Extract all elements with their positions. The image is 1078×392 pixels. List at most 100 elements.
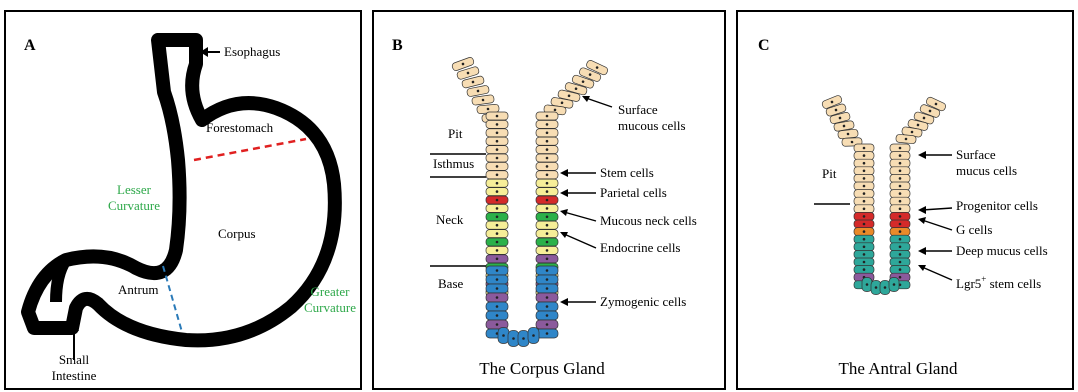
label-g-cells: G cells xyxy=(956,222,992,237)
label-endocrine-cells: Endocrine cells xyxy=(600,240,681,255)
panel-c-letter: C xyxy=(758,37,770,54)
corpus-cell-left-nucleus xyxy=(496,216,499,219)
zymogenic-cell-right-nucleus xyxy=(546,305,549,308)
callout-surface: Surface mucus cells xyxy=(918,147,1017,178)
panel-a-stomach: A Esophagus Forestomach Lesser Curvature… xyxy=(4,10,362,390)
label-esophagus: Esophagus xyxy=(224,44,280,59)
stomach-diagram: A Esophagus Forestomach Lesser Curvature… xyxy=(6,12,364,392)
zymogenic-cell-left-nucleus xyxy=(496,296,499,299)
callout-g-cells: G cells xyxy=(918,217,992,237)
antral-cell-right-nucleus xyxy=(899,192,902,195)
antral-cell-left-nucleus xyxy=(863,208,866,211)
corpus-cell-left-nucleus xyxy=(496,232,499,235)
zymogenic-cell-right-nucleus xyxy=(546,323,549,326)
corpus-cell-right-nucleus xyxy=(546,140,549,143)
zone-isthmus: Isthmus xyxy=(433,156,474,171)
zymogenic-cell-left-nucleus xyxy=(496,278,499,281)
corpus-cell-right-nucleus xyxy=(546,190,549,193)
antral-cell-left-nucleus xyxy=(863,162,866,165)
corpus-cell-right-nucleus xyxy=(546,148,549,151)
corpus-cell-left-nucleus xyxy=(496,190,499,193)
label-progenitor-cells: Progenitor cells xyxy=(956,198,1038,213)
callout-deep-mucus: Deep mucus cells xyxy=(918,243,1048,258)
deep-mucus-cell-bottom-nucleus xyxy=(884,286,887,289)
antral-cell-right-nucleus xyxy=(899,238,902,241)
zymogenic-cell-bottom-nucleus xyxy=(532,334,535,337)
antral-cell-right-nucleus xyxy=(899,215,902,218)
corpus-cell-left-nucleus xyxy=(496,148,499,151)
label-greater-curvature-1: Greater xyxy=(311,284,351,299)
corpus-cell-left-nucleus xyxy=(496,224,499,227)
corpus-cell-left-nucleus xyxy=(496,249,499,252)
corpus-cell-left-nucleus xyxy=(496,199,499,202)
deep-mucus-cell-bottom-nucleus xyxy=(893,283,896,286)
zymogenic-cell-right-nucleus xyxy=(546,269,549,272)
antral-cell-left-nucleus xyxy=(863,238,866,241)
antral-cell-left-nucleus xyxy=(863,177,866,180)
antral-cell-right-nucleus xyxy=(899,154,902,157)
callout-progenitor: Progenitor cells xyxy=(918,198,1038,214)
zone-base: Base xyxy=(438,276,464,291)
antral-cell-right-nucleus xyxy=(899,208,902,211)
antral-cell-right-nucleus xyxy=(899,230,902,233)
deep-mucus-cell-bottom-nucleus xyxy=(866,283,869,286)
label-surface-mucous-2: mucous cells xyxy=(618,118,686,133)
corpus-cell-right-nucleus xyxy=(546,157,549,160)
label-surface-mucous-1: Surface xyxy=(618,102,658,117)
zymogenic-cell-right-nucleus xyxy=(546,278,549,281)
corpus-cell-right-nucleus xyxy=(546,207,549,210)
label-forestomach: Forestomach xyxy=(206,120,274,135)
callout-surface: Surface mucous cells xyxy=(582,96,686,133)
zone-pit: Pit xyxy=(822,166,837,181)
corpus-cell-left-nucleus xyxy=(496,132,499,135)
corpus-cell-right-nucleus xyxy=(546,132,549,135)
antral-cell-right-nucleus xyxy=(899,246,902,249)
corpus-cell-left-nucleus xyxy=(496,165,499,168)
label-zymogenic-cells: Zymogenic cells xyxy=(600,294,686,309)
antral-cell-left-nucleus xyxy=(863,223,866,226)
zymogenic-cell-left-nucleus xyxy=(496,287,499,290)
panel-b-letter: B xyxy=(392,37,403,54)
antral-cell-left-nucleus xyxy=(863,215,866,218)
corpus-cell-left-nucleus xyxy=(496,115,499,118)
zymogenic-cell-bottom-nucleus xyxy=(512,337,515,340)
zymogenic-cell-left-nucleus xyxy=(496,323,499,326)
corpus-cell-left-nucleus xyxy=(496,207,499,210)
label-small-intestine-1: Small xyxy=(59,352,90,367)
antral-cell-left-nucleus xyxy=(863,261,866,264)
corpus-cell-right-nucleus xyxy=(546,182,549,185)
antral-cell-left-nucleus xyxy=(863,147,866,150)
antral-cell-right-nucleus xyxy=(899,268,902,271)
antral-cell-right-nucleus xyxy=(899,147,902,150)
corpus-cell-right-nucleus xyxy=(546,224,549,227)
label-corpus: Corpus xyxy=(218,226,256,241)
corpus-cell-right-nucleus xyxy=(546,174,549,177)
label-greater-curvature-2: Curvature xyxy=(304,300,356,315)
forestomach-divider xyxy=(194,139,306,160)
label-deep-mucus-cells: Deep mucus cells xyxy=(956,243,1048,258)
label-lesser-curvature-1: Lesser xyxy=(117,182,152,197)
antral-cell-right-nucleus xyxy=(899,276,902,279)
callout-endocrine: Endocrine cells xyxy=(560,232,681,255)
zone-pit: Pit xyxy=(448,126,463,141)
corpus-gland-diagram: B Pit Isthmus Neck Base Surface mucous c… xyxy=(374,12,728,392)
corpus-cell-right-nucleus xyxy=(546,199,549,202)
corpus-cell-left-nucleus xyxy=(496,258,499,261)
panel-b-corpus-gland: B Pit Isthmus Neck Base Surface mucous c… xyxy=(372,10,726,390)
antral-cell-right-nucleus xyxy=(899,253,902,256)
label-stem-cells: Stem cells xyxy=(600,165,654,180)
label-surface-mucus-1: Surface xyxy=(956,147,996,162)
corpus-cell-left-nucleus xyxy=(496,157,499,160)
antral-cell-left-nucleus xyxy=(863,192,866,195)
intestine-inner-line xyxy=(56,260,66,302)
corpus-cell-right-nucleus xyxy=(546,123,549,126)
antral-cell-left-nucleus xyxy=(863,246,866,249)
corpus-cell-left-nucleus xyxy=(496,241,499,244)
corpus-cell-right-nucleus xyxy=(546,258,549,261)
antral-cell-right-nucleus xyxy=(899,223,902,226)
label-lgr5-stem-cells: Lgr5+ stem cells xyxy=(956,274,1041,291)
antral-cell-right-nucleus xyxy=(899,185,902,188)
callout-zymogenic: Zymogenic cells xyxy=(560,294,686,309)
zymogenic-cell-right-nucleus xyxy=(546,287,549,290)
callout-lgr5: Lgr5+ stem cells xyxy=(918,265,1041,291)
